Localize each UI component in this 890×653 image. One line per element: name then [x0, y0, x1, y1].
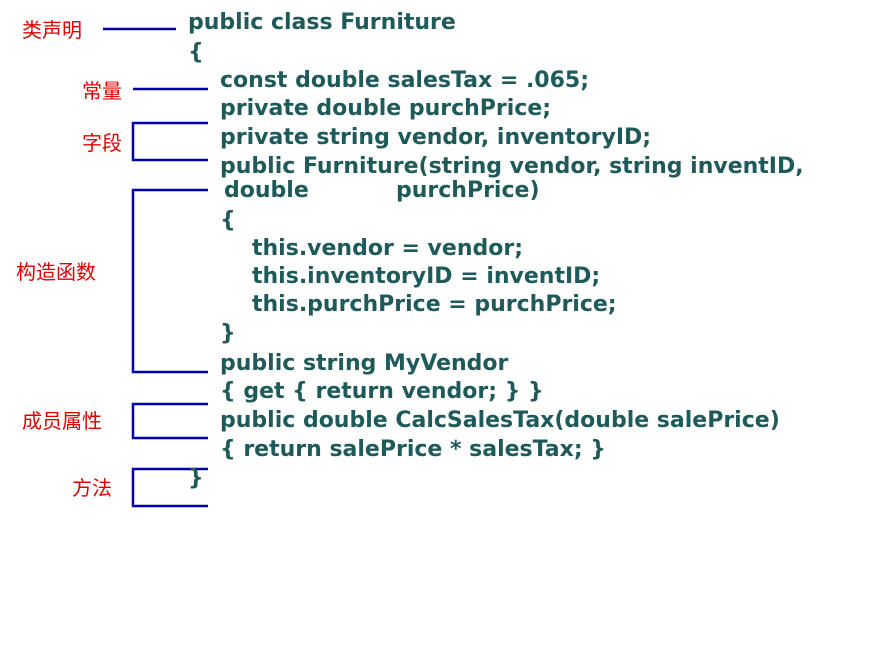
label-class-declaration: 类声明	[22, 18, 82, 42]
label-property: 成员属性	[22, 409, 102, 433]
property-bracket	[131, 402, 208, 440]
code-class-header: public class Furniture	[188, 10, 456, 35]
code-constructor-signature: public Furniture(string vendor, string i…	[220, 154, 804, 179]
label-constant: 常量	[82, 79, 122, 103]
code-constructor-param-name: purchPrice)	[396, 178, 540, 203]
method-bracket	[131, 467, 208, 508]
code-property-body: { get { return vendor; } }	[220, 379, 544, 404]
code-constructor-param-type: double	[224, 178, 309, 203]
code-const-salestax: const double salesTax = .065;	[220, 68, 590, 93]
code-property-signature: public string MyVendor	[220, 351, 509, 376]
code-assign-inventoryid: this.inventoryID = inventID;	[252, 264, 601, 289]
code-constructor-close-brace: }	[220, 321, 236, 346]
code-constructor-open-brace: {	[220, 208, 236, 233]
fields-bracket	[131, 121, 208, 162]
constructor-bracket	[131, 188, 208, 374]
code-open-brace: {	[188, 40, 204, 65]
code-class-close-brace: }	[188, 466, 204, 491]
code-method-signature: public double CalcSalesTax(double salePr…	[220, 408, 780, 433]
code-assign-vendor: this.vendor = vendor;	[252, 236, 523, 261]
code-method-body: { return salePrice * salesTax; }	[220, 437, 606, 462]
code-field-vendor: private string vendor, inventoryID;	[220, 125, 652, 150]
code-assign-purchprice: this.purchPrice = purchPrice;	[252, 292, 617, 317]
code-field-purchprice: private double purchPrice;	[220, 96, 552, 121]
label-constructor: 构造函数	[16, 260, 96, 284]
label-method: 方法	[72, 476, 112, 500]
label-fields: 字段	[82, 131, 122, 155]
